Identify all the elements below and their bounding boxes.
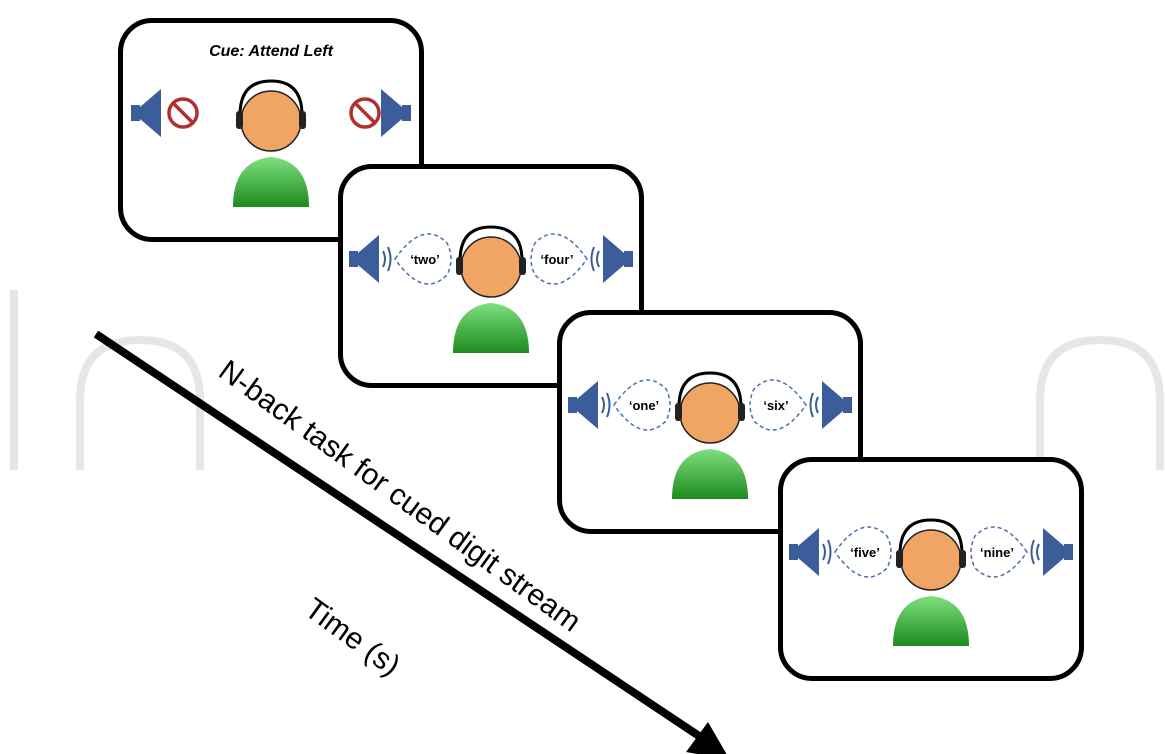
left-speaker-icon — [789, 528, 832, 576]
listener-avatar — [453, 225, 529, 353]
headphone-right-icon — [959, 550, 966, 568]
cue-panel: Cue: Attend Left — [118, 18, 424, 242]
left-speaker-icon — [568, 381, 611, 429]
left-speech-bubble: ‘five’ — [834, 526, 892, 578]
right-word: ‘nine’ — [980, 545, 1014, 560]
left-word: ‘five’ — [850, 545, 880, 560]
right-speech-bubble: ‘nine’ — [970, 526, 1028, 578]
headphone-left-icon — [896, 550, 903, 568]
right-no-sound-icon — [349, 97, 381, 129]
left-no-sound-icon — [167, 97, 199, 129]
headphone-right-icon — [299, 111, 306, 129]
cue-text: Cue: Attend Left — [209, 43, 333, 60]
left-word: ‘one’ — [629, 398, 659, 413]
right-speaker-icon — [590, 235, 633, 283]
headphone-left-icon — [675, 403, 682, 421]
listener-avatar — [233, 79, 309, 207]
headphone-left-icon — [456, 257, 463, 275]
listener-avatar — [672, 371, 748, 499]
headphone-left-icon — [236, 111, 243, 129]
right-word: ‘six’ — [763, 398, 788, 413]
left-speaker-icon — [349, 235, 392, 283]
headphone-right-icon — [738, 403, 745, 421]
right-speech-bubble: ‘six’ — [749, 379, 807, 431]
left-speech-bubble: ‘two’ — [394, 233, 452, 285]
time-arrow-line — [93, 330, 705, 742]
listener-avatar — [893, 518, 969, 646]
right-word: ‘four’ — [541, 252, 574, 267]
right-speaker-icon — [1030, 528, 1073, 576]
left-speech-bubble: ‘one’ — [613, 379, 671, 431]
right-speech-bubble: ‘four’ — [530, 233, 588, 285]
headphone-right-icon — [519, 257, 526, 275]
left-word: ‘two’ — [410, 252, 440, 267]
right-speaker-icon — [809, 381, 852, 429]
right-speaker-icon — [381, 89, 411, 137]
stream-panel-3: ‘five’ ‘nine’ — [778, 457, 1084, 681]
left-speaker-icon — [131, 89, 161, 137]
time-arrow-head — [686, 722, 727, 754]
